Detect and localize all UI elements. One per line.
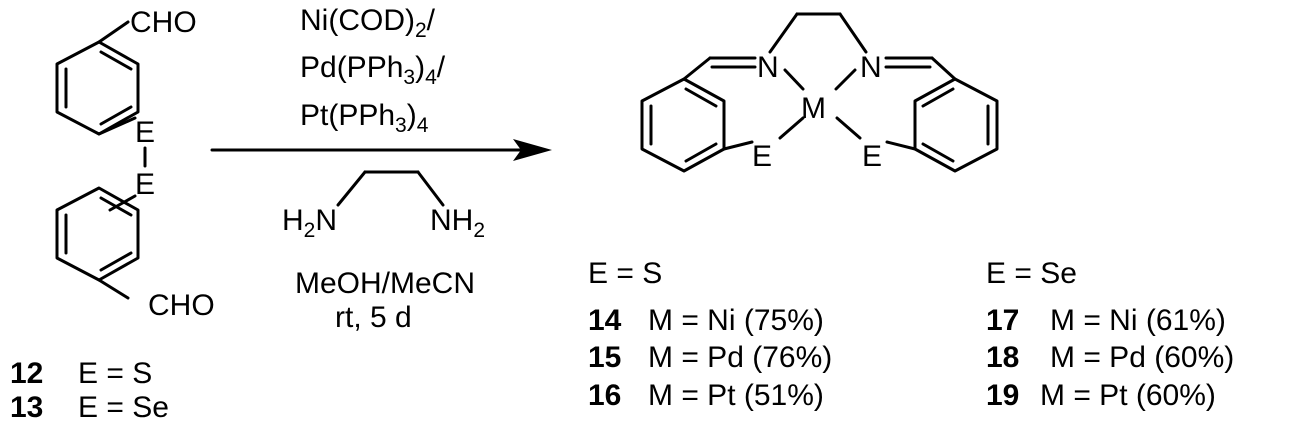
compound-14-number: 14	[588, 304, 622, 337]
product-n-left: N	[757, 51, 779, 84]
series-s-header: E = S	[588, 257, 662, 290]
compound-15-label: M = Pd (76%)	[648, 341, 832, 374]
compound-17-label: M = Ni (61%)	[1050, 304, 1226, 337]
product-e-right: E	[862, 140, 882, 173]
n-m-bond-left	[783, 68, 805, 91]
diamine-bond-right	[416, 170, 445, 207]
product-n-right: N	[860, 51, 882, 84]
reaction-arrow-head	[513, 139, 552, 161]
reactant-structure: CHO E E CHO	[55, 6, 215, 322]
upper-e-atom: E	[135, 116, 155, 149]
reaction-conditions: Ni(COD)2/ Pd(PPh3)4/ Pt(PPh3)4 H2N NH2 M…	[210, 4, 552, 334]
e-m-bond-left	[778, 116, 805, 140]
diamine-nh2-label: NH2	[430, 204, 485, 242]
product-left-ring-imine-bond	[682, 56, 712, 81]
compound-15-number: 15	[588, 341, 621, 374]
compound-13-number: 13	[10, 391, 43, 424]
product-left-benzene-ring	[640, 77, 726, 173]
product-left-ring-double-bonds	[649, 87, 718, 163]
compound-19-label: M = Pt (60%)	[1040, 379, 1216, 412]
compound-18-label: M = Pd (60%)	[1050, 341, 1234, 374]
lower-benzene-ring	[55, 186, 140, 282]
lower-cho-bond	[97, 278, 130, 300]
lower-ring-double-bonds	[64, 196, 133, 272]
lower-e-atom: E	[135, 168, 155, 201]
product-metal: M	[801, 92, 826, 125]
product-left-ring-e-bond	[722, 140, 754, 151]
product-right-ring-double-bonds	[921, 87, 990, 163]
upper-cho-label: CHO	[130, 6, 197, 39]
compound-17-number: 17	[986, 304, 1019, 337]
diamine-bond-left	[336, 170, 367, 207]
ethylenediamine-structure	[336, 170, 445, 207]
compound-16-number: 16	[588, 379, 621, 412]
product-right-ring-imine-bond	[930, 56, 957, 81]
compound-12-label: E = S	[78, 357, 152, 390]
e-m-bond-right	[835, 116, 862, 140]
compound-13-label: E = Se	[78, 391, 169, 424]
compound-12-number: 12	[10, 357, 43, 390]
product-right-ring-e-bond	[885, 140, 917, 151]
bridge-bond-left	[768, 12, 799, 54]
upper-benzene-ring	[55, 40, 140, 136]
diamine-h2n-label: H2N	[282, 204, 337, 242]
n-m-bond-right	[834, 68, 857, 91]
catalyst-pt: Pt(PPh3)4	[300, 99, 429, 137]
product-e-left: E	[752, 140, 772, 173]
product-structure: N N M E E	[640, 12, 999, 173]
compound-16-label: M = Pt (51%)	[648, 379, 824, 412]
upper-cho-bond	[97, 20, 130, 44]
lower-cho-label: CHO	[148, 289, 215, 322]
catalyst-pd: Pd(PPh3)4/	[300, 51, 446, 89]
compound-18-number: 18	[986, 341, 1019, 374]
series-se-header: E = Se	[986, 257, 1077, 290]
product-list-sulfur: E = S 14 M = Ni (75%) 15 M = Pd (76%) 16…	[588, 257, 832, 412]
compound-19-number: 19	[986, 379, 1019, 412]
compound-14-label: M = Ni (75%)	[648, 304, 824, 337]
product-right-benzene-ring	[913, 77, 999, 173]
bridge-bond-right	[838, 12, 868, 54]
catalyst-ni: Ni(COD)2/	[300, 4, 436, 42]
solvent-label: MeOH/MeCN	[295, 267, 475, 300]
upper-ring-double-bonds	[64, 50, 133, 126]
reactant-compound-list: 12 E = S 13 E = Se	[10, 357, 169, 424]
lower-ring-e-bond	[108, 194, 137, 212]
time-label: rt, 5 d	[335, 301, 412, 334]
upper-ring-e-bond	[97, 116, 137, 136]
product-list-selenium: E = Se 17 M = Ni (61%) 18 M = Pd (60%) 1…	[986, 257, 1234, 412]
